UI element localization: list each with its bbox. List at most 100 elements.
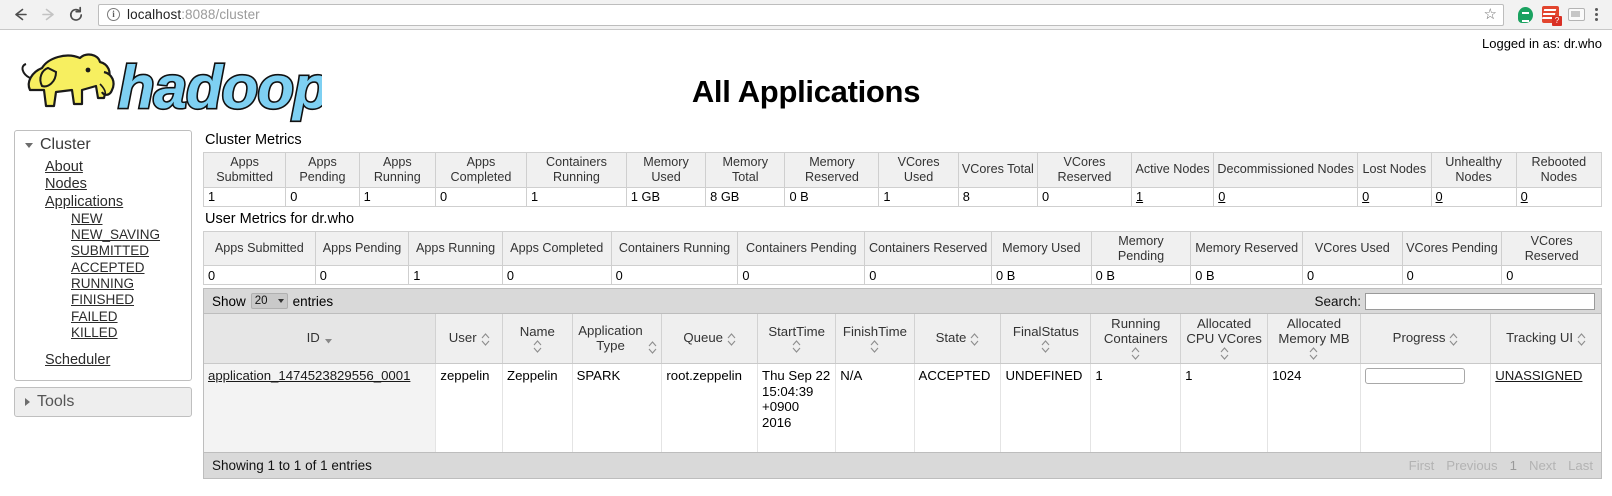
cm-link-active-nodes[interactable]: 1 — [1135, 189, 1144, 205]
cm-link-decommissioned-nodes[interactable]: 0 — [1218, 189, 1226, 205]
hangouts-extension-icon[interactable] — [1518, 6, 1533, 23]
cell-finishtime: N/A — [835, 363, 915, 452]
main-content: Cluster Metrics Apps Submitted Apps Pend… — [202, 130, 1603, 479]
um-value-memory-pending: 0 B — [1090, 265, 1192, 286]
col-header-name[interactable]: Name — [502, 314, 573, 365]
cell-queue: root.zeppelin — [661, 363, 759, 452]
col-header-queue[interactable]: Queue — [661, 314, 759, 365]
sort-both-icon — [1309, 347, 1318, 360]
um-value-apps-running: 1 — [408, 265, 503, 286]
cm-header: Unhealthy Nodes — [1430, 152, 1517, 188]
sidebar-item-scheduler[interactable]: Scheduler — [45, 352, 111, 369]
um-header: Memory Pending — [1090, 230, 1192, 267]
cell-user: zeppelin — [435, 363, 504, 452]
col-header-tracking-ui[interactable]: Tracking UI — [1490, 314, 1601, 365]
cast-extension-icon[interactable] — [1568, 8, 1585, 21]
svg-text:hadoop: hadoop — [118, 54, 322, 121]
um-header: Apps Pending — [314, 230, 410, 267]
cm-link-lost-nodes[interactable]: 0 — [1362, 189, 1370, 205]
back-arrow-icon[interactable] — [6, 2, 34, 28]
col-header-allocated-memory-mb[interactable]: Allocated Memory MB — [1267, 314, 1361, 365]
table-row[interactable]: application_1474523829556_0001 zeppelin … — [204, 363, 1601, 452]
pagination-first[interactable]: First — [1408, 457, 1435, 473]
application-id-link[interactable]: application_1474523829556_0001 — [208, 368, 411, 383]
col-label: Allocated Memory MB — [1278, 316, 1350, 347]
col-header-user[interactable]: User — [435, 314, 504, 365]
col-header-finalstatus[interactable]: FinalStatus — [1000, 314, 1092, 365]
sidebar-item-nodes[interactable]: Nodes — [45, 176, 87, 193]
entries-label: entries — [292, 293, 334, 309]
search-label: Search: — [1314, 293, 1361, 309]
cm-link-rebooted-nodes[interactable]: 0 — [1520, 189, 1528, 205]
sort-desc-icon — [324, 336, 333, 346]
pagination-page-1[interactable]: 1 — [1509, 457, 1517, 473]
sort-both-icon — [727, 333, 736, 346]
search-input[interactable] — [1365, 292, 1595, 310]
col-label: FinishTime — [842, 323, 907, 339]
pagination-next[interactable]: Next — [1528, 457, 1557, 473]
cell-id: application_1474523829556_0001 — [204, 363, 437, 452]
cell-allocated-memory-mb: 1024 — [1267, 363, 1361, 452]
site-info-icon[interactable]: i — [107, 8, 120, 21]
cell-application-type: SPARK — [572, 363, 663, 452]
sort-both-icon — [481, 333, 490, 346]
cell-starttime: Thu Sep 22 15:04:39 +0900 2016 — [757, 363, 837, 452]
um-header: Containers Reserved — [864, 230, 993, 267]
sidebar-item-new[interactable]: NEW — [71, 210, 103, 226]
tracking-ui-link[interactable]: UNASSIGNED — [1495, 368, 1583, 383]
sidebar-item-failed[interactable]: FAILED — [71, 308, 118, 324]
col-label: Name — [519, 323, 555, 339]
um-header: VCores Pending — [1401, 230, 1503, 267]
sidebar-item-new-saving[interactable]: NEW_SAVING — [71, 227, 161, 243]
um-value-vcores-pending: 0 — [1401, 265, 1503, 286]
sidebar-panel-tools[interactable]: Tools — [14, 386, 192, 417]
user-metrics-header-row: Apps Submitted Apps Pending Apps Running… — [203, 230, 1602, 267]
sidebar-item-running[interactable]: RUNNING — [71, 276, 134, 292]
sidebar-tools-header[interactable]: Tools — [15, 388, 191, 416]
col-label: Running Containers — [1103, 316, 1168, 347]
cm-header: Containers Running — [526, 152, 627, 188]
reload-icon[interactable] — [62, 2, 90, 28]
kebab-menu-icon[interactable] — [1591, 8, 1606, 21]
sidebar-item-submitted[interactable]: SUBMITTED — [71, 243, 150, 259]
star-icon[interactable]: ☆ — [1483, 6, 1497, 23]
um-header: Memory Reserved — [1190, 230, 1303, 267]
col-label: State — [935, 330, 967, 346]
sidebar-item-accepted[interactable]: ACCEPTED — [71, 259, 145, 275]
sidebar-item-finished[interactable]: FINISHED — [71, 292, 135, 308]
pagination-previous[interactable]: Previous — [1446, 457, 1498, 473]
col-header-id[interactable]: ID — [204, 314, 437, 365]
col-label: Application Type — [578, 322, 643, 353]
col-label: FinalStatus — [1012, 323, 1079, 339]
sidebar-cluster-header[interactable]: Cluster — [15, 131, 191, 159]
cell-progress — [1360, 363, 1492, 452]
col-header-application-type[interactable]: Application Type — [572, 314, 663, 365]
sidebar-item-about[interactable]: About — [45, 159, 83, 175]
hadoop-logo[interactable]: hadoop — [12, 38, 322, 124]
sidebar-cluster-label: Cluster — [40, 136, 91, 153]
sidebar-tools-label: Tools — [37, 392, 75, 410]
cm-header: Memory Used — [625, 152, 707, 188]
col-header-starttime[interactable]: StartTime — [757, 314, 837, 365]
um-value-apps-submitted: 0 — [203, 265, 316, 286]
pagination-last[interactable]: Last — [1568, 457, 1593, 473]
col-header-finishtime[interactable]: FinishTime — [835, 314, 915, 365]
col-header-state[interactable]: State — [914, 314, 1002, 365]
sidebar-item-killed[interactable]: KILLED — [71, 325, 118, 341]
todoist-extension-icon[interactable]: ? — [1542, 6, 1562, 26]
cm-value-memory-used: 1 GB — [625, 187, 707, 207]
col-label: Queue — [683, 330, 724, 346]
col-header-progress[interactable]: Progress — [1360, 314, 1492, 365]
sidebar-item-applications[interactable]: Applications — [45, 193, 124, 210]
cm-link-unhealthy-nodes[interactable]: 0 — [1435, 189, 1443, 205]
col-header-running-containers[interactable]: Running Containers — [1090, 314, 1182, 365]
cm-header: VCores Reserved — [1036, 152, 1132, 188]
badge-count: ? — [1552, 16, 1562, 26]
um-value-containers-pending: 0 — [737, 265, 866, 286]
sidebar-cluster-body: About Nodes Applications NEW NEW_SAVING … — [15, 159, 191, 380]
entries-length-select[interactable]: 20 — [250, 293, 288, 310]
um-value-vcores-used: 0 — [1302, 265, 1403, 286]
cm-value-lost-nodes-cell: 0 — [1357, 187, 1432, 207]
col-header-allocated-cpu-vcores[interactable]: Allocated CPU VCores — [1180, 314, 1269, 365]
address-bar[interactable]: i localhost:8088/cluster ☆ — [98, 3, 1504, 26]
